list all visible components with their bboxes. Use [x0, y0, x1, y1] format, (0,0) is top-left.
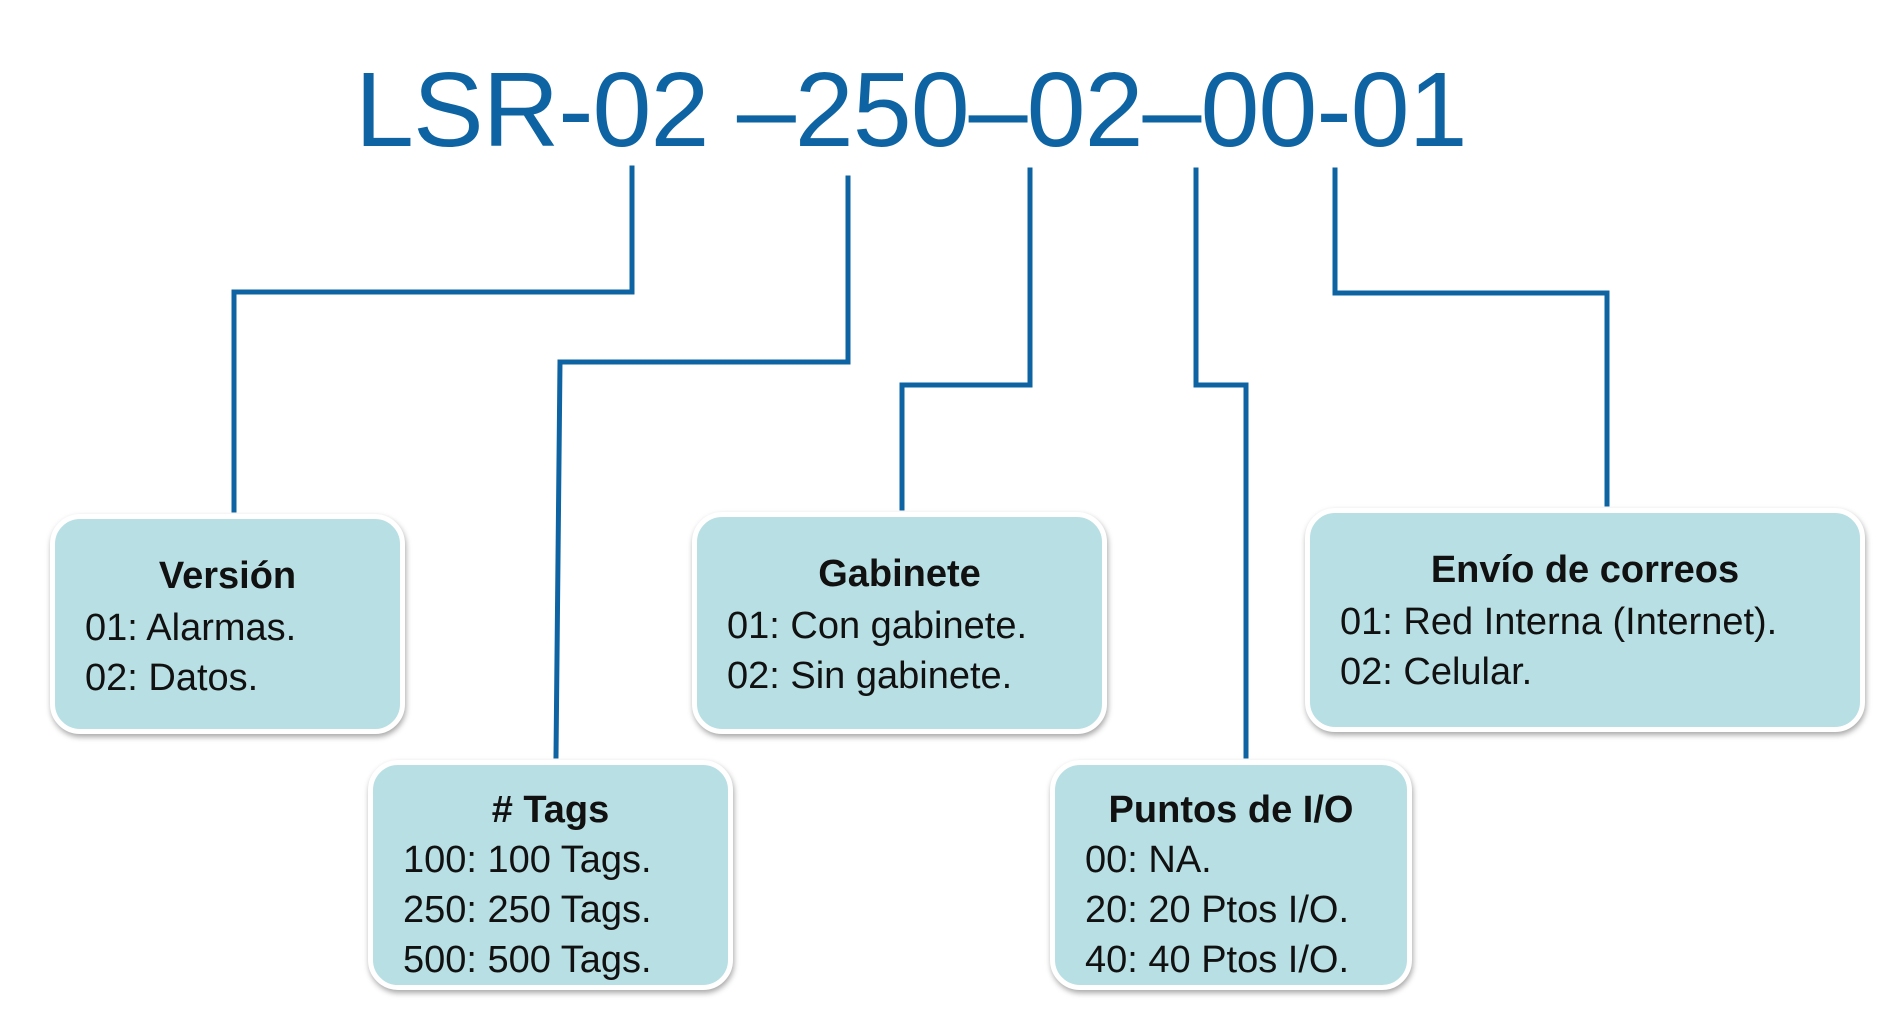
email-sending-title: Envío de correos — [1430, 549, 1740, 591]
email-sending-option: 01: Red Interna (Internet). — [1340, 601, 1778, 643]
io-points-title: Puntos de I/O — [1108, 789, 1354, 831]
io-points-option: 00: NA. — [1085, 839, 1212, 881]
gabinete-box: Gabinete 01: Con gabinete. 02: Sin gabin… — [692, 512, 1107, 734]
version-option: 01: Alarmas. — [85, 607, 297, 649]
tags-option: 100: 100 Tags. — [403, 839, 652, 881]
io-points-option: 20: 20 Ptos I/O. — [1085, 889, 1350, 931]
tags-box: # Tags 100: 100 Tags. 250: 250 Tags. 500… — [368, 760, 733, 990]
version-option: 02: Datos. — [85, 657, 259, 699]
io-points-option: 40: 40 Ptos I/O. — [1085, 939, 1350, 981]
version-box: Versión 01: Alarmas. 02: Datos. — [50, 514, 405, 734]
io-points-box: Puntos de I/O 00: NA. 20: 20 Ptos I/O. 4… — [1050, 760, 1412, 990]
version-options: 01: Alarmas. 02: Datos. — [85, 603, 400, 703]
tags-title: # Tags — [491, 789, 610, 831]
gabinete-options: 01: Con gabinete. 02: Sin gabinete. — [727, 601, 1102, 701]
version-title: Versión — [158, 555, 297, 597]
io-points-options: 00: NA. 20: 20 Ptos I/O. 40: 40 Ptos I/O… — [1085, 835, 1407, 985]
product-code-title: LSR-02 –250–02–00-01 — [355, 51, 1468, 169]
email-sending-box: Envío de correos 01: Red Interna (Intern… — [1305, 508, 1865, 732]
email-sending-options: 01: Red Interna (Internet). 02: Celular. — [1340, 597, 1860, 697]
email-sending-option: 02: Celular. — [1340, 651, 1533, 693]
gabinete-option: 02: Sin gabinete. — [727, 655, 1013, 697]
connector-tags-down — [553, 359, 563, 759]
tags-options: 100: 100 Tags. 250: 250 Tags. 500: 500 T… — [403, 835, 728, 985]
gabinete-title: Gabinete — [818, 553, 981, 595]
gabinete-option: 01: Con gabinete. — [727, 605, 1028, 647]
tags-option: 250: 250 Tags. — [403, 889, 652, 931]
tags-option: 500: 500 Tags. — [403, 939, 652, 981]
